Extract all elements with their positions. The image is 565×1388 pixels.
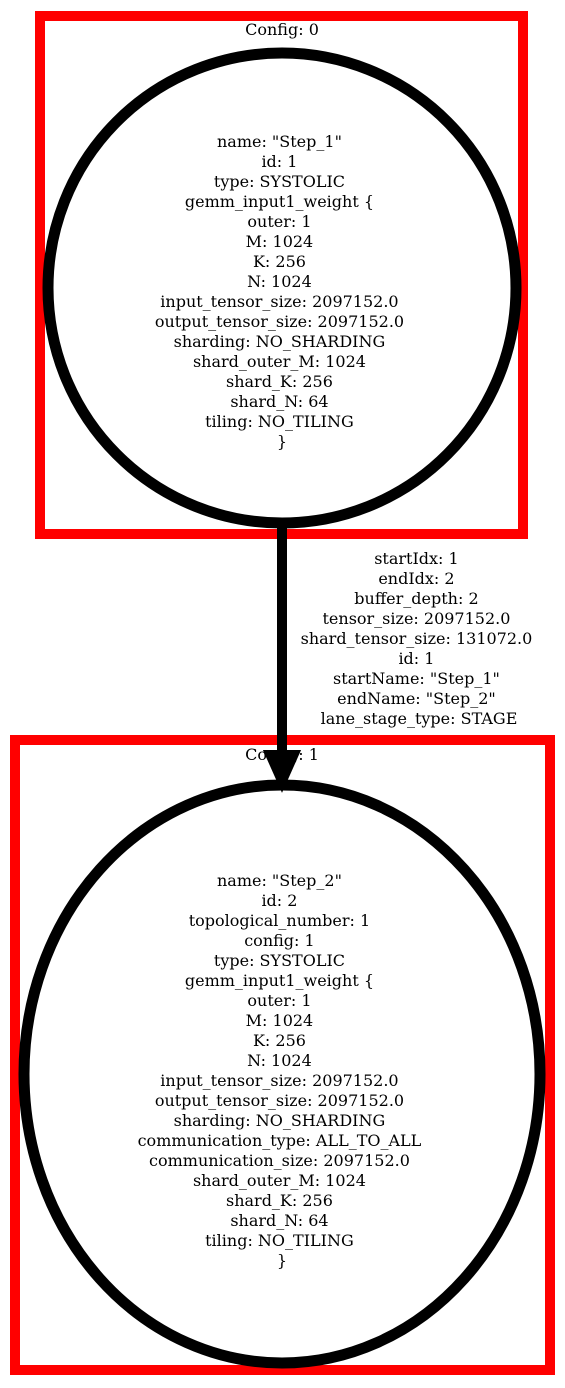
node-step-2[interactable]: name: "Step_2" id: 2 topological_number:… [18,779,546,1369]
node-step-1[interactable]: name: "Step_1" id: 1 type: SYSTOLIC gemm… [42,47,522,529]
node-step-2-label: name: "Step_2" id: 2 topological_number:… [138,871,427,1270]
edge-label: startIdx: 1 endIdx: 2 buffer_depth: 2 te… [301,549,538,728]
cluster-config-0-label: Config: 0 [245,20,319,39]
edge-arrowhead [262,750,302,793]
edge-step-1-to-step-2[interactable]: startIdx: 1 endIdx: 2 buffer_depth: 2 te… [262,528,538,793]
node-step-1-shape[interactable] [42,47,522,529]
node-step-1-label: name: "Step_1" id: 1 type: SYSTOLIC gemm… [155,132,409,451]
